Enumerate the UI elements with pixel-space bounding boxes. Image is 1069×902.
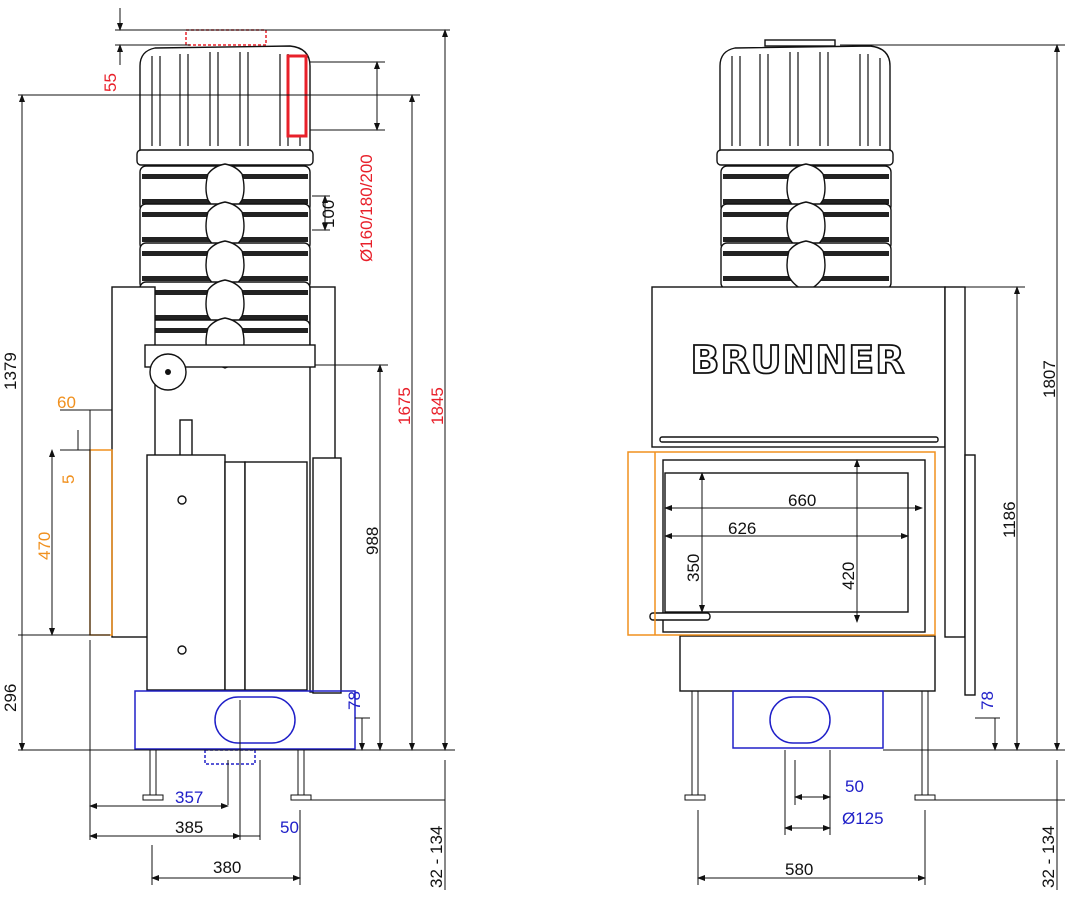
lift-mechanism (144, 344, 316, 368)
side-view: 55 Ø160/180/200 100 1379 1675 1845 988 6… (1, 8, 455, 890)
dim-height-1379: 1379 (1, 352, 20, 390)
air-inlet-opening (214, 696, 296, 744)
dim-air-78: 78 (345, 691, 364, 710)
dim-flue-offset: 55 (101, 73, 120, 92)
heat-storage-rings (139, 163, 311, 369)
flue-outlet (286, 54, 308, 138)
door-opening-outline (627, 451, 936, 636)
hood-ring (716, 149, 894, 166)
dimension-lines (18, 8, 455, 890)
convection-hood (139, 45, 311, 152)
firebox-back (664, 472, 909, 613)
feet (684, 691, 936, 801)
door-panel (146, 454, 226, 691)
dim-side-60: 60 (57, 393, 76, 412)
brand-logo: BRUNNER (691, 338, 906, 382)
dim-50: 50 (845, 777, 864, 796)
lower-body (679, 635, 936, 692)
dim-380: 380 (213, 858, 241, 877)
dim-base-296: 296 (1, 684, 20, 712)
dim-50: 50 (280, 818, 299, 837)
header-panel (651, 286, 946, 448)
dim-357: 357 (175, 788, 203, 807)
dim-air-78: 78 (978, 691, 997, 710)
heat-storage-rings (720, 163, 892, 292)
dim-height-988: 988 (363, 527, 382, 555)
dim-626: 626 (728, 519, 756, 538)
dim-height-1807: 1807 (1040, 360, 1059, 398)
dim-side-5: 5 (59, 475, 78, 484)
feet (142, 750, 312, 801)
side-opening-outline (89, 449, 113, 636)
dim-580: 580 (785, 860, 813, 879)
dim-flue-diameter: Ø160/180/200 (357, 154, 376, 262)
dim-feet-adjust: 32 - 134 (1039, 826, 1058, 888)
dim-feet-adjust: 32 - 134 (427, 826, 446, 888)
hood-ring (136, 149, 314, 166)
air-inlet-opening (769, 696, 831, 744)
dim-660: 660 (788, 491, 816, 510)
flue-collar (185, 29, 267, 46)
dim-420: 420 (839, 562, 858, 590)
dim-height-1186: 1186 (1000, 501, 1019, 538)
dim-height-1675: 1675 (395, 387, 414, 425)
dim-height-1845: 1845 (428, 387, 447, 425)
convection-hood (719, 45, 891, 152)
air-inlet-box (134, 690, 356, 750)
dim-diameter-125: Ø125 (842, 809, 884, 828)
front-view: BRUNNER 660 626 350 420 18 (627, 39, 1065, 890)
air-inlet-box (732, 690, 884, 749)
dimension-lines (664, 44, 1065, 890)
dim-side-470: 470 (35, 532, 54, 560)
dim-ring-height: 100 (319, 200, 338, 228)
dim-385: 385 (175, 818, 203, 837)
dim-350: 350 (684, 554, 703, 582)
